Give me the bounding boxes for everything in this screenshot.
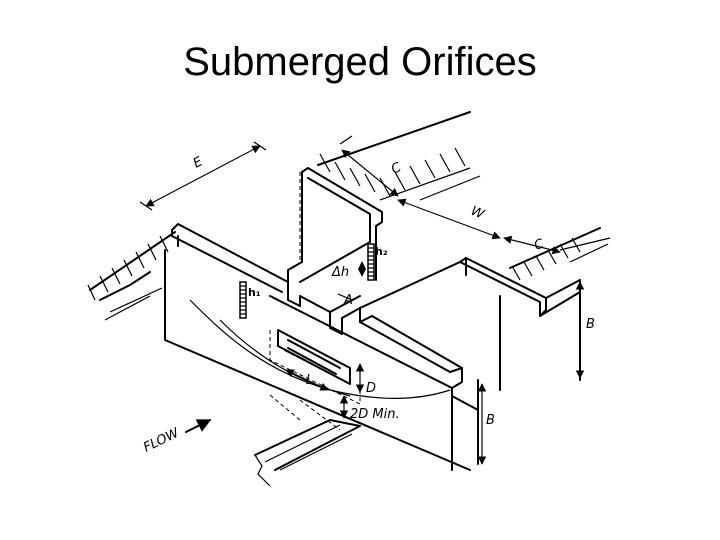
label-l: L	[306, 373, 313, 388]
orifice	[269, 329, 361, 405]
upstream-wall	[164, 223, 471, 471]
label-h1: h₁	[248, 286, 261, 299]
label-a: A	[343, 293, 353, 308]
label-flow: FLOW	[141, 425, 182, 455]
label-b-bottom: B	[486, 413, 495, 428]
staff-gauge-h2	[367, 243, 375, 281]
label-c-top: C	[389, 160, 405, 178]
left-bank	[87, 231, 176, 321]
flow-curves	[189, 299, 451, 431]
slide-title: Submerged Orifices	[183, 40, 537, 84]
label-2d-min: 2D Min.	[350, 407, 400, 422]
label-e: E	[191, 154, 206, 171]
top-bank	[317, 111, 481, 201]
dimension-lines	[139, 135, 585, 465]
label-c-right: C	[532, 236, 547, 254]
channel-floor	[254, 419, 361, 487]
flow-arrow	[185, 419, 212, 433]
label-b-right: B	[586, 317, 595, 332]
label-d: D	[366, 381, 376, 396]
label-w: W	[469, 204, 488, 223]
downstream-wall	[359, 257, 581, 465]
right-bank	[509, 227, 611, 281]
label-delta-h: Δh	[331, 265, 349, 280]
label-h2: h₂	[375, 245, 388, 258]
staff-gauge-h1	[239, 281, 247, 319]
back-wall	[287, 167, 383, 283]
notch-a	[299, 295, 361, 335]
